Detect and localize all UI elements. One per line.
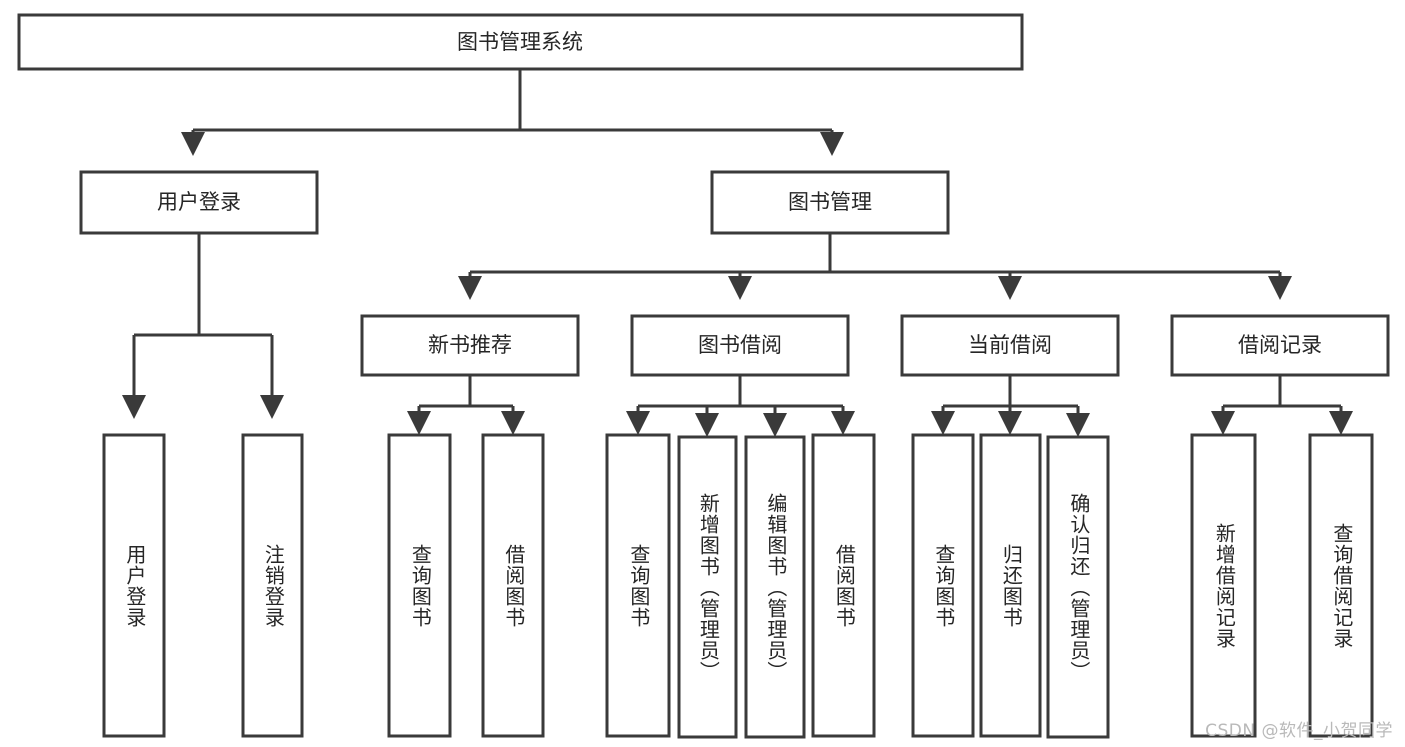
node-current-borrow-label: 当前借阅 [968, 333, 1052, 357]
connector-new-book-recommend-to-leaves [407, 375, 525, 435]
leaf-borrow-book-1-rect[interactable] [481, 433, 545, 738]
node-current-borrow-rect [900, 314, 1120, 377]
node-root[interactable]: 图书管理系统 [17, 13, 1024, 71]
node-current-borrow[interactable]: 当前借阅 [900, 314, 1120, 377]
node-user-login-rect [79, 170, 319, 235]
node-book-borrow-label: 图书借阅 [698, 333, 782, 357]
leaf-add-book-rect[interactable] [677, 435, 738, 739]
node-user-login-label: 用户登录 [157, 190, 241, 214]
leaf-query-book-3-rect[interactable] [911, 433, 975, 738]
node-book-management[interactable]: 图书管理 [710, 170, 950, 235]
leaf-add-record-rect[interactable] [1190, 433, 1257, 738]
leaf-return-book-rect[interactable] [979, 433, 1042, 738]
leaf-query-book-1-rect[interactable] [387, 433, 452, 738]
connector-book-management-to-level3 [458, 233, 1292, 300]
leaf-logout-rect[interactable] [241, 433, 304, 738]
node-new-book-recommend-label: 新书推荐 [428, 333, 512, 357]
node-root-rect [17, 13, 1024, 71]
connector-root-to-level2 [181, 69, 844, 156]
connector-book-borrow-to-leaves [626, 375, 855, 437]
leaf-user-login-rect[interactable] [102, 433, 166, 738]
leaf-query-book-2-rect[interactable] [605, 433, 671, 738]
connector-borrow-record-to-leaves [1211, 375, 1353, 435]
node-borrow-record[interactable]: 借阅记录 [1170, 314, 1390, 377]
node-book-management-label: 图书管理 [788, 190, 872, 214]
leaf-edit-book-rect[interactable] [744, 435, 806, 739]
node-user-login[interactable]: 用户登录 [79, 170, 319, 235]
node-borrow-record-label: 借阅记录 [1238, 333, 1322, 357]
connector-current-borrow-to-leaves [931, 375, 1090, 437]
leaf-confirm-return-rect[interactable] [1046, 435, 1110, 739]
node-root-label: 图书管理系统 [457, 30, 583, 54]
watermark: CSDN @软件_小贺同学 [1205, 721, 1393, 741]
leaf-borrow-book-2-rect[interactable] [811, 433, 876, 738]
node-new-book-recommend[interactable]: 新书推荐 [360, 314, 580, 377]
connector-user-login-to-leaves [122, 233, 284, 419]
node-new-book-recommend-rect [360, 314, 580, 377]
leaf-query-record-rect[interactable] [1308, 433, 1374, 738]
node-book-borrow[interactable]: 图书借阅 [630, 314, 850, 377]
